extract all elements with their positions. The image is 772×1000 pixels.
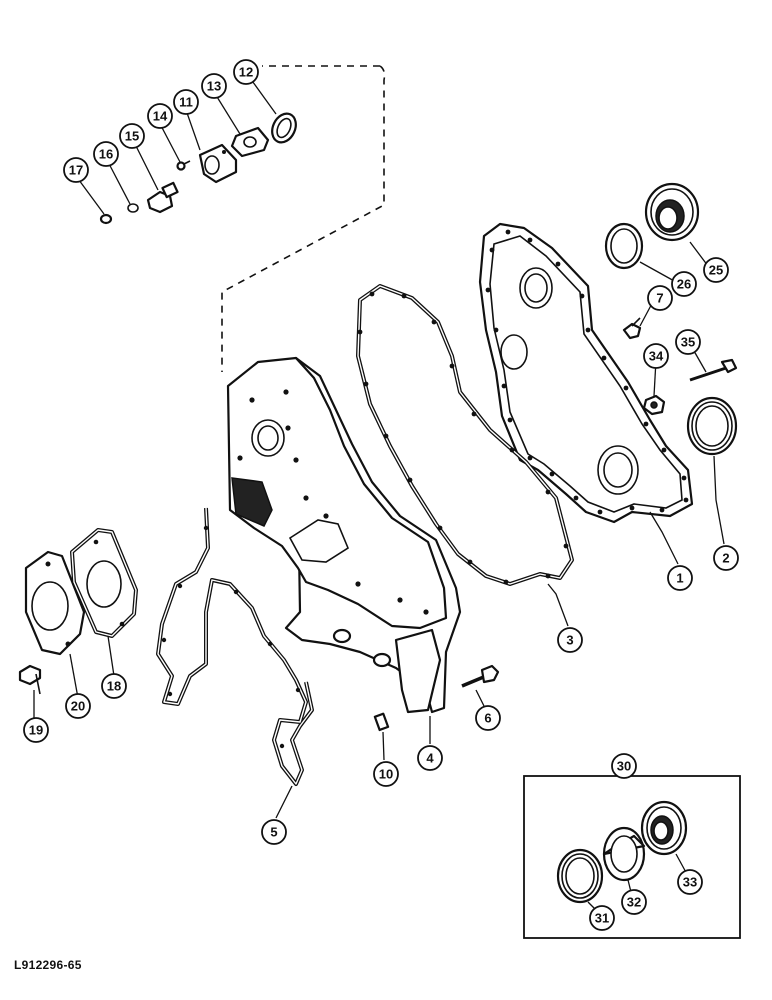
part-19-bolt xyxy=(18,664,42,695)
callout-19: 19 xyxy=(23,717,49,743)
callout-30: 30 xyxy=(611,753,637,779)
part-16-o-ring xyxy=(127,203,139,213)
callout-6: 6 xyxy=(475,705,501,731)
svg-text:16: 16 xyxy=(99,147,113,162)
part-3-cover-gasket xyxy=(356,284,574,586)
part-5-housing-gasket xyxy=(156,507,314,786)
part-2-oil-seal xyxy=(686,396,738,456)
detail-group-dashed-outline xyxy=(221,65,386,372)
part-17-washer xyxy=(99,213,113,225)
svg-text:10: 10 xyxy=(379,767,393,782)
callout-34: 34 xyxy=(643,343,669,369)
callout-20: 20 xyxy=(65,693,91,719)
callout-35: 35 xyxy=(675,329,701,355)
part-12-seal-ring xyxy=(271,112,297,144)
part-7-screw xyxy=(622,317,642,340)
housing-front-face xyxy=(226,356,448,630)
callout-5: 5 xyxy=(261,819,287,845)
part-13-gasket xyxy=(230,126,270,158)
part-15-fitting xyxy=(146,181,179,214)
cover-middle-opening xyxy=(500,334,528,370)
callout-12: 12 xyxy=(233,59,259,85)
svg-text:14: 14 xyxy=(153,109,168,124)
part-20-cover-plate xyxy=(24,550,86,656)
part-1-gear-cover xyxy=(478,222,694,524)
part-4-gear-housing xyxy=(226,356,462,714)
svg-text:20: 20 xyxy=(71,699,85,714)
svg-text:4: 4 xyxy=(426,751,434,766)
figure-id-label: L912296-65 xyxy=(14,958,82,972)
part-25-seal-assembly xyxy=(644,182,700,242)
svg-text:31: 31 xyxy=(595,911,609,926)
callout-32: 32 xyxy=(621,889,647,915)
svg-text:1: 1 xyxy=(676,571,683,586)
callout-2: 2 xyxy=(713,545,739,571)
svg-text:25: 25 xyxy=(709,263,723,278)
callout-17: 17 xyxy=(63,157,89,183)
svg-text:30: 30 xyxy=(617,759,631,774)
svg-text:13: 13 xyxy=(207,79,221,94)
callout-14: 14 xyxy=(147,103,173,129)
part-31-seal xyxy=(556,848,604,904)
svg-text:19: 19 xyxy=(29,723,43,738)
svg-text:26: 26 xyxy=(677,277,691,292)
callout-11: 11 xyxy=(173,89,199,115)
part-34-nut xyxy=(642,394,666,416)
callout-25: 25 xyxy=(703,257,729,283)
callout-31: 31 xyxy=(589,905,615,931)
part-18-plate-gasket xyxy=(70,528,138,638)
callout-18: 18 xyxy=(101,673,127,699)
svg-text:12: 12 xyxy=(239,65,253,80)
part-26-seal-ring xyxy=(604,222,644,270)
svg-text:7: 7 xyxy=(656,291,663,306)
svg-text:35: 35 xyxy=(681,335,695,350)
callout-4: 4 xyxy=(417,745,443,771)
svg-text:18: 18 xyxy=(107,679,121,694)
callout-26: 26 xyxy=(671,271,697,297)
part-14-screw xyxy=(176,160,191,171)
callout-33: 33 xyxy=(677,869,703,895)
callout-7: 7 xyxy=(647,285,673,311)
svg-text:3: 3 xyxy=(566,633,573,648)
svg-text:34: 34 xyxy=(649,349,664,364)
svg-text:2: 2 xyxy=(722,551,729,566)
svg-text:15: 15 xyxy=(125,129,139,144)
svg-text:5: 5 xyxy=(270,825,277,840)
callout-3: 3 xyxy=(557,627,583,653)
small-parts-group xyxy=(99,112,297,225)
part-6-cap-screw xyxy=(461,664,500,688)
callout-16: 16 xyxy=(93,141,119,167)
part-32-sleeve xyxy=(602,826,646,882)
callout-10: 10 xyxy=(373,761,399,787)
svg-text:32: 32 xyxy=(627,895,641,910)
callout-1: 1 xyxy=(667,565,693,591)
callout-15: 15 xyxy=(119,123,145,149)
svg-text:17: 17 xyxy=(69,163,83,178)
svg-text:6: 6 xyxy=(484,711,491,726)
part-11-housing xyxy=(198,143,238,184)
callout-13: 13 xyxy=(201,73,227,99)
part-35-stud xyxy=(689,358,738,382)
part-33-seal xyxy=(640,800,688,856)
part-10-dowel-pin xyxy=(373,712,390,732)
leader-lines xyxy=(33,77,725,915)
svg-text:11: 11 xyxy=(179,95,193,110)
svg-text:33: 33 xyxy=(683,875,697,890)
